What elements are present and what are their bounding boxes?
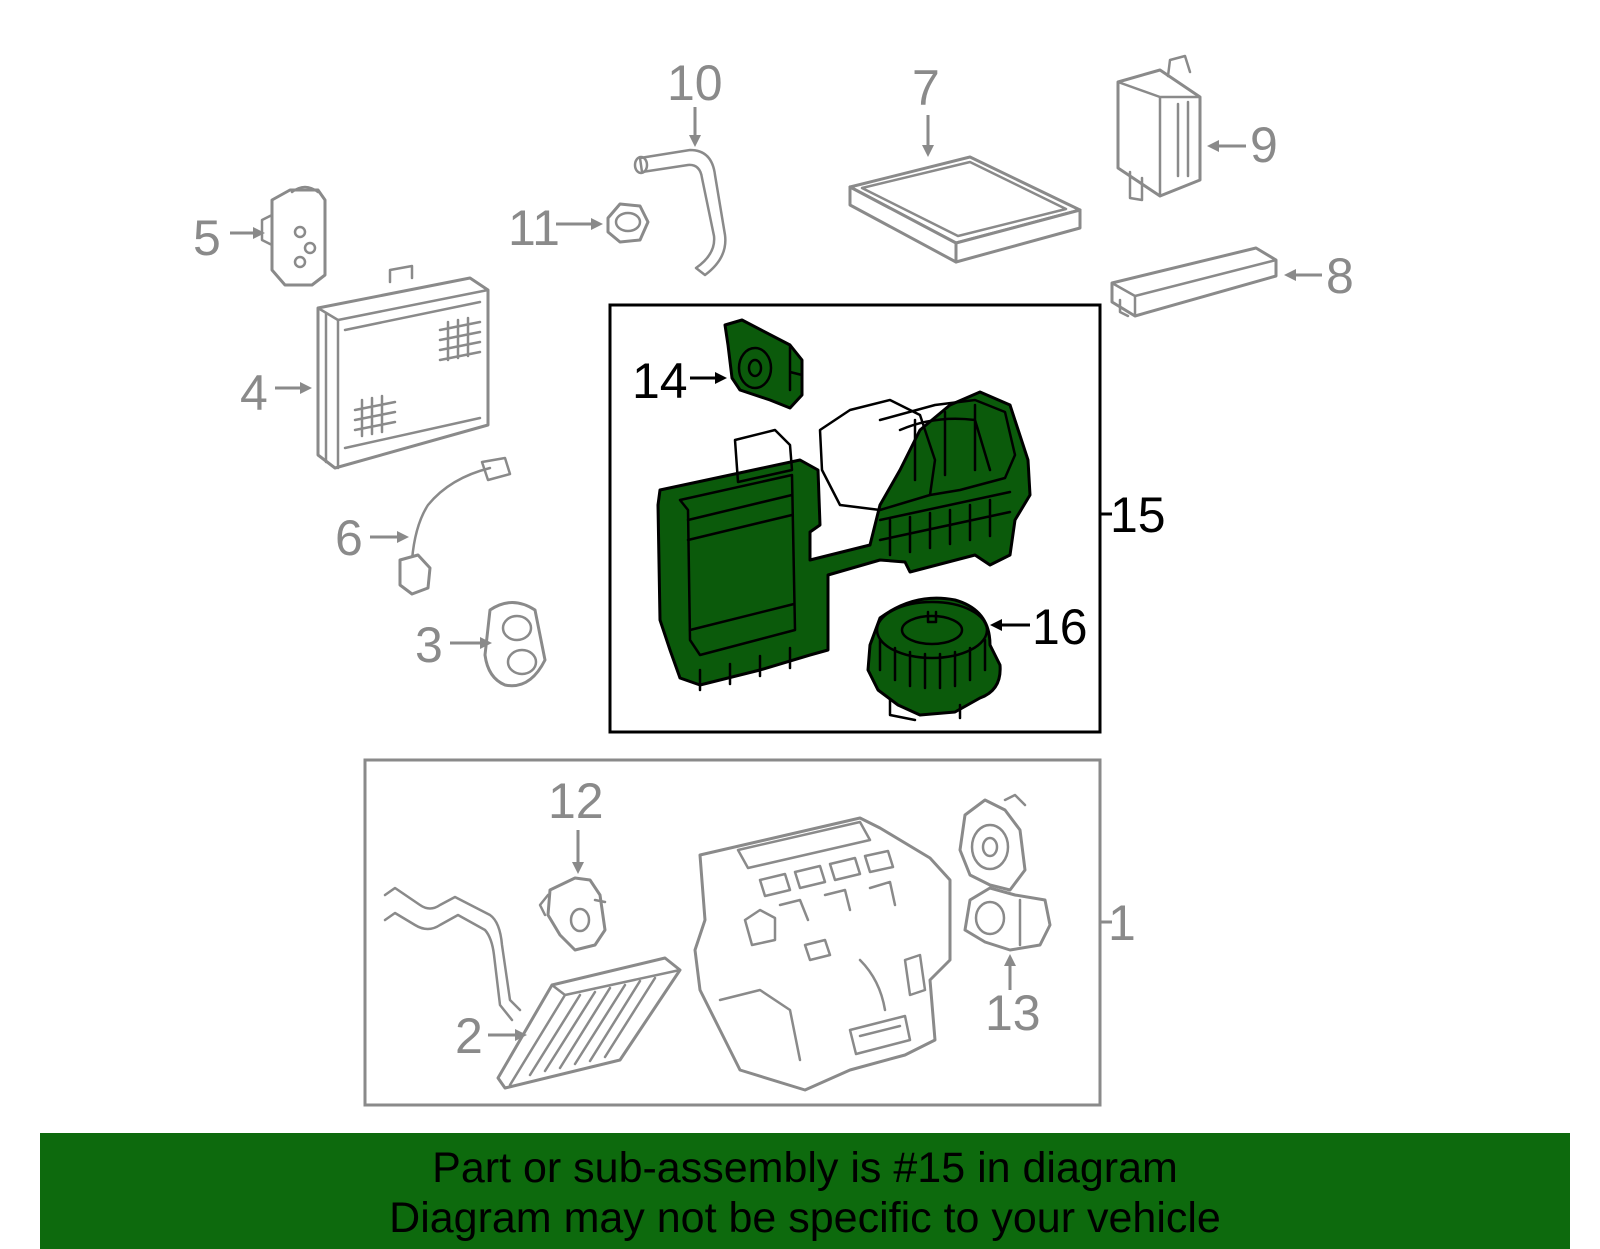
part-3-seal[interactable] (483, 601, 547, 688)
callout-6: 6 (335, 510, 363, 566)
callout-2: 2 (455, 1008, 483, 1064)
callout-11: 11 (508, 200, 560, 256)
callout-5: 5 (193, 210, 221, 266)
highlight-box-15 (608, 303, 1102, 734)
part-2-heater-core[interactable] (383, 886, 682, 1090)
part-15-blower-housing[interactable] (656, 390, 1032, 692)
part-11-grommet[interactable] (606, 202, 650, 244)
part-6-wire-harness[interactable] (398, 456, 512, 596)
callout-7: 7 (912, 60, 940, 116)
banner-line-1: Part or sub-assembly is #15 in diagram (432, 1144, 1178, 1192)
part-16-blower-motor[interactable] (866, 596, 1002, 722)
callout-8: 8 (1326, 248, 1354, 304)
callout-14: 14 (632, 353, 688, 409)
part-5-expansion-valve[interactable] (260, 185, 327, 287)
callout-15: 15 (1110, 487, 1166, 543)
callout-4: 4 (240, 365, 268, 421)
disclaimer-banner: Part or sub-assembly is #15 in diagram D… (40, 1133, 1570, 1249)
callout-3: 3 (415, 617, 443, 673)
part-1-hvac-case[interactable] (693, 816, 952, 1092)
callout-12: 12 (548, 773, 604, 829)
part-12-actuator[interactable] (538, 876, 607, 952)
part-13-mode-motor[interactable] (958, 793, 1052, 952)
banner-line-2: Diagram may not be specific to your vehi… (389, 1194, 1221, 1242)
assembly-box-1 (363, 758, 1102, 1107)
callout-13: 13 (985, 985, 1041, 1041)
part-4-evaporator[interactable] (316, 264, 490, 470)
callout-9: 9 (1250, 117, 1278, 173)
part-9-control-module[interactable] (1116, 54, 1202, 202)
part-7-cabin-filter[interactable] (848, 155, 1082, 264)
callout-1: 1 (1108, 895, 1136, 951)
callout-16: 16 (1032, 599, 1088, 655)
part-8-sensor-bar[interactable] (1110, 246, 1278, 318)
callout-10: 10 (667, 55, 723, 111)
part-14-servo-motor[interactable] (723, 318, 804, 410)
part-10-drain-hose[interactable] (633, 148, 727, 277)
